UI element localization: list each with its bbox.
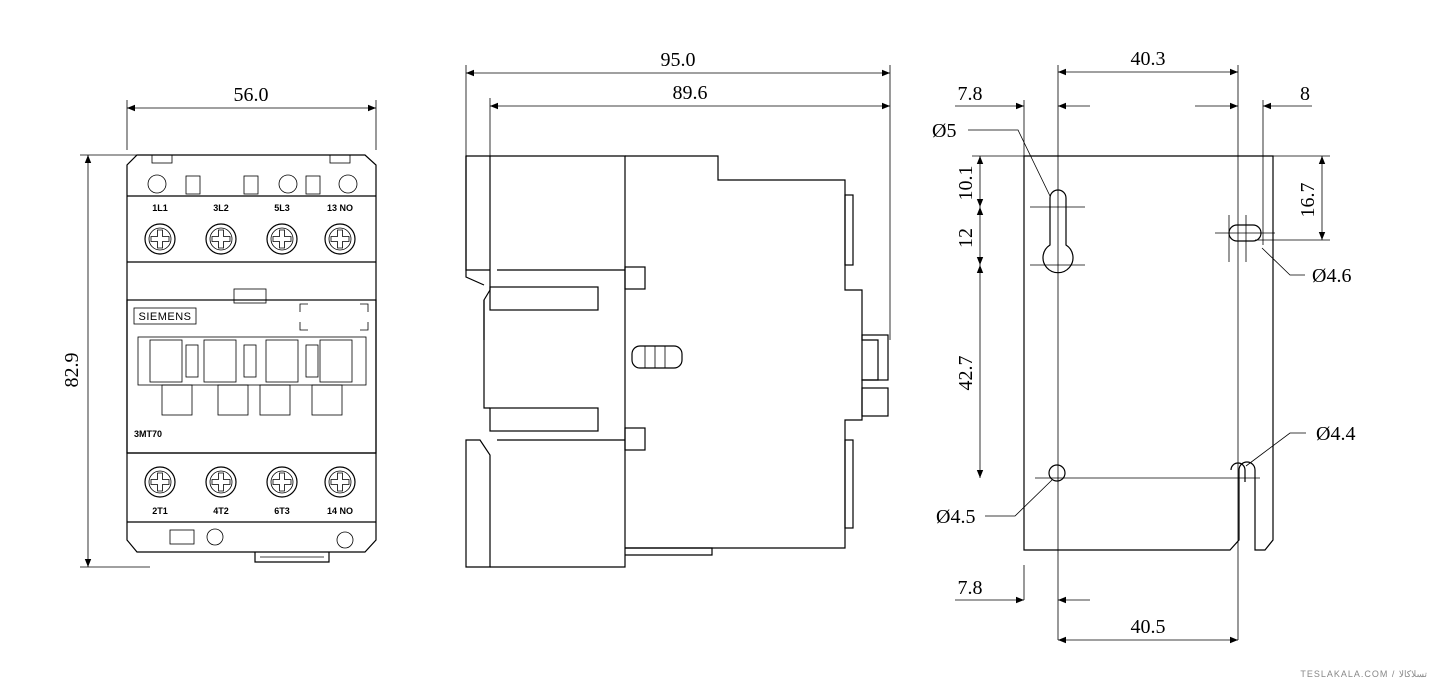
- bottom-spacing-label: 40.5: [1131, 616, 1166, 638]
- side-depth-dimension: 95.0: [465, 49, 891, 340]
- body-depth-label: 89.6: [673, 82, 708, 104]
- keyhole-slot: [1042, 189, 1074, 274]
- side-front-housing: [490, 155, 626, 568]
- watermark: TESLAKALA.COM / تسلاکالا: [1300, 669, 1427, 679]
- terminal-label-6t3: 6T3: [274, 506, 290, 516]
- overall-depth-label: 95.0: [661, 49, 696, 71]
- terminal-label-14no: 14 NO: [327, 506, 353, 516]
- side-rear-body: [625, 155, 879, 549]
- side-view: 95.0 89.6: [465, 49, 891, 568]
- terminal-label-4t2: 4T2: [213, 506, 229, 516]
- terminal-label-1l1: 1L1: [152, 203, 168, 213]
- lower-left-hole: [1048, 464, 1066, 482]
- front-view: 56.0 82.9 1L1 3L2 5L3 13 NO: [61, 84, 377, 568]
- terminal-screw-icon: [266, 466, 298, 498]
- lower-right-slot: [1230, 462, 1246, 482]
- right-slot-leader: [1261, 247, 1305, 276]
- side-base-plate: [465, 155, 491, 340]
- terminal-screw-icon: [205, 223, 237, 255]
- top-spacing-label: 40.3: [1131, 48, 1166, 70]
- front-width-dimension: 56.0: [126, 84, 377, 150]
- lower-left-dia-label: Ø4.5: [936, 506, 975, 528]
- terminal-screw-icon: [144, 466, 176, 498]
- brand-badge: [133, 307, 197, 325]
- terminal-label-13no: 13 NO: [327, 203, 353, 213]
- lower-right-dia-label: Ø4.4: [1316, 423, 1355, 445]
- terminal-screw-icon: [205, 466, 237, 498]
- front-width-label: 56.0: [234, 84, 269, 106]
- front-height-dimension: 82.9: [61, 154, 150, 568]
- upper-dim-label: 10.1: [955, 166, 977, 201]
- right-height-label: 16.7: [1297, 183, 1319, 218]
- terminal-screw-icon: [324, 466, 356, 498]
- front-height-label: 82.9: [61, 353, 83, 388]
- model-label: 3MT70: [134, 429, 162, 439]
- terminal-screw-icon: [266, 223, 298, 255]
- terminal-label-3l2: 3L2: [213, 203, 229, 213]
- keyhole-dim-label: 12: [955, 228, 977, 248]
- right-offset-label: 8: [1300, 83, 1310, 105]
- brand-label: SIEMENS: [138, 311, 191, 323]
- keyhole-leader: [968, 129, 1051, 197]
- lower-right-leader: [1245, 432, 1306, 467]
- keyhole-dia-label: Ø5: [932, 120, 956, 142]
- terminal-screw-icon: [144, 223, 176, 255]
- mount-plate-outline: [1023, 155, 1274, 551]
- left-offset-top-label: 7.8: [958, 83, 983, 105]
- right-slot-dia-label: Ø4.6: [1312, 265, 1351, 287]
- lower-left-leader: [985, 479, 1053, 517]
- side-body-depth-dimension: 89.6: [489, 82, 890, 156]
- terminal-label-2t1: 2T1: [152, 506, 168, 516]
- terminal-screw-icon: [324, 223, 356, 255]
- mount-view: 40.3 7.8 8 Ø5 10.1 12 42.7 16.7 Ø4.6 Ø4.…: [932, 48, 1355, 644]
- front-body-outline: [126, 154, 377, 553]
- vertical-spacing-label: 42.7: [955, 356, 977, 391]
- terminal-label-5l3: 5L3: [274, 203, 290, 213]
- left-offset-bottom-label: 7.8: [958, 577, 983, 599]
